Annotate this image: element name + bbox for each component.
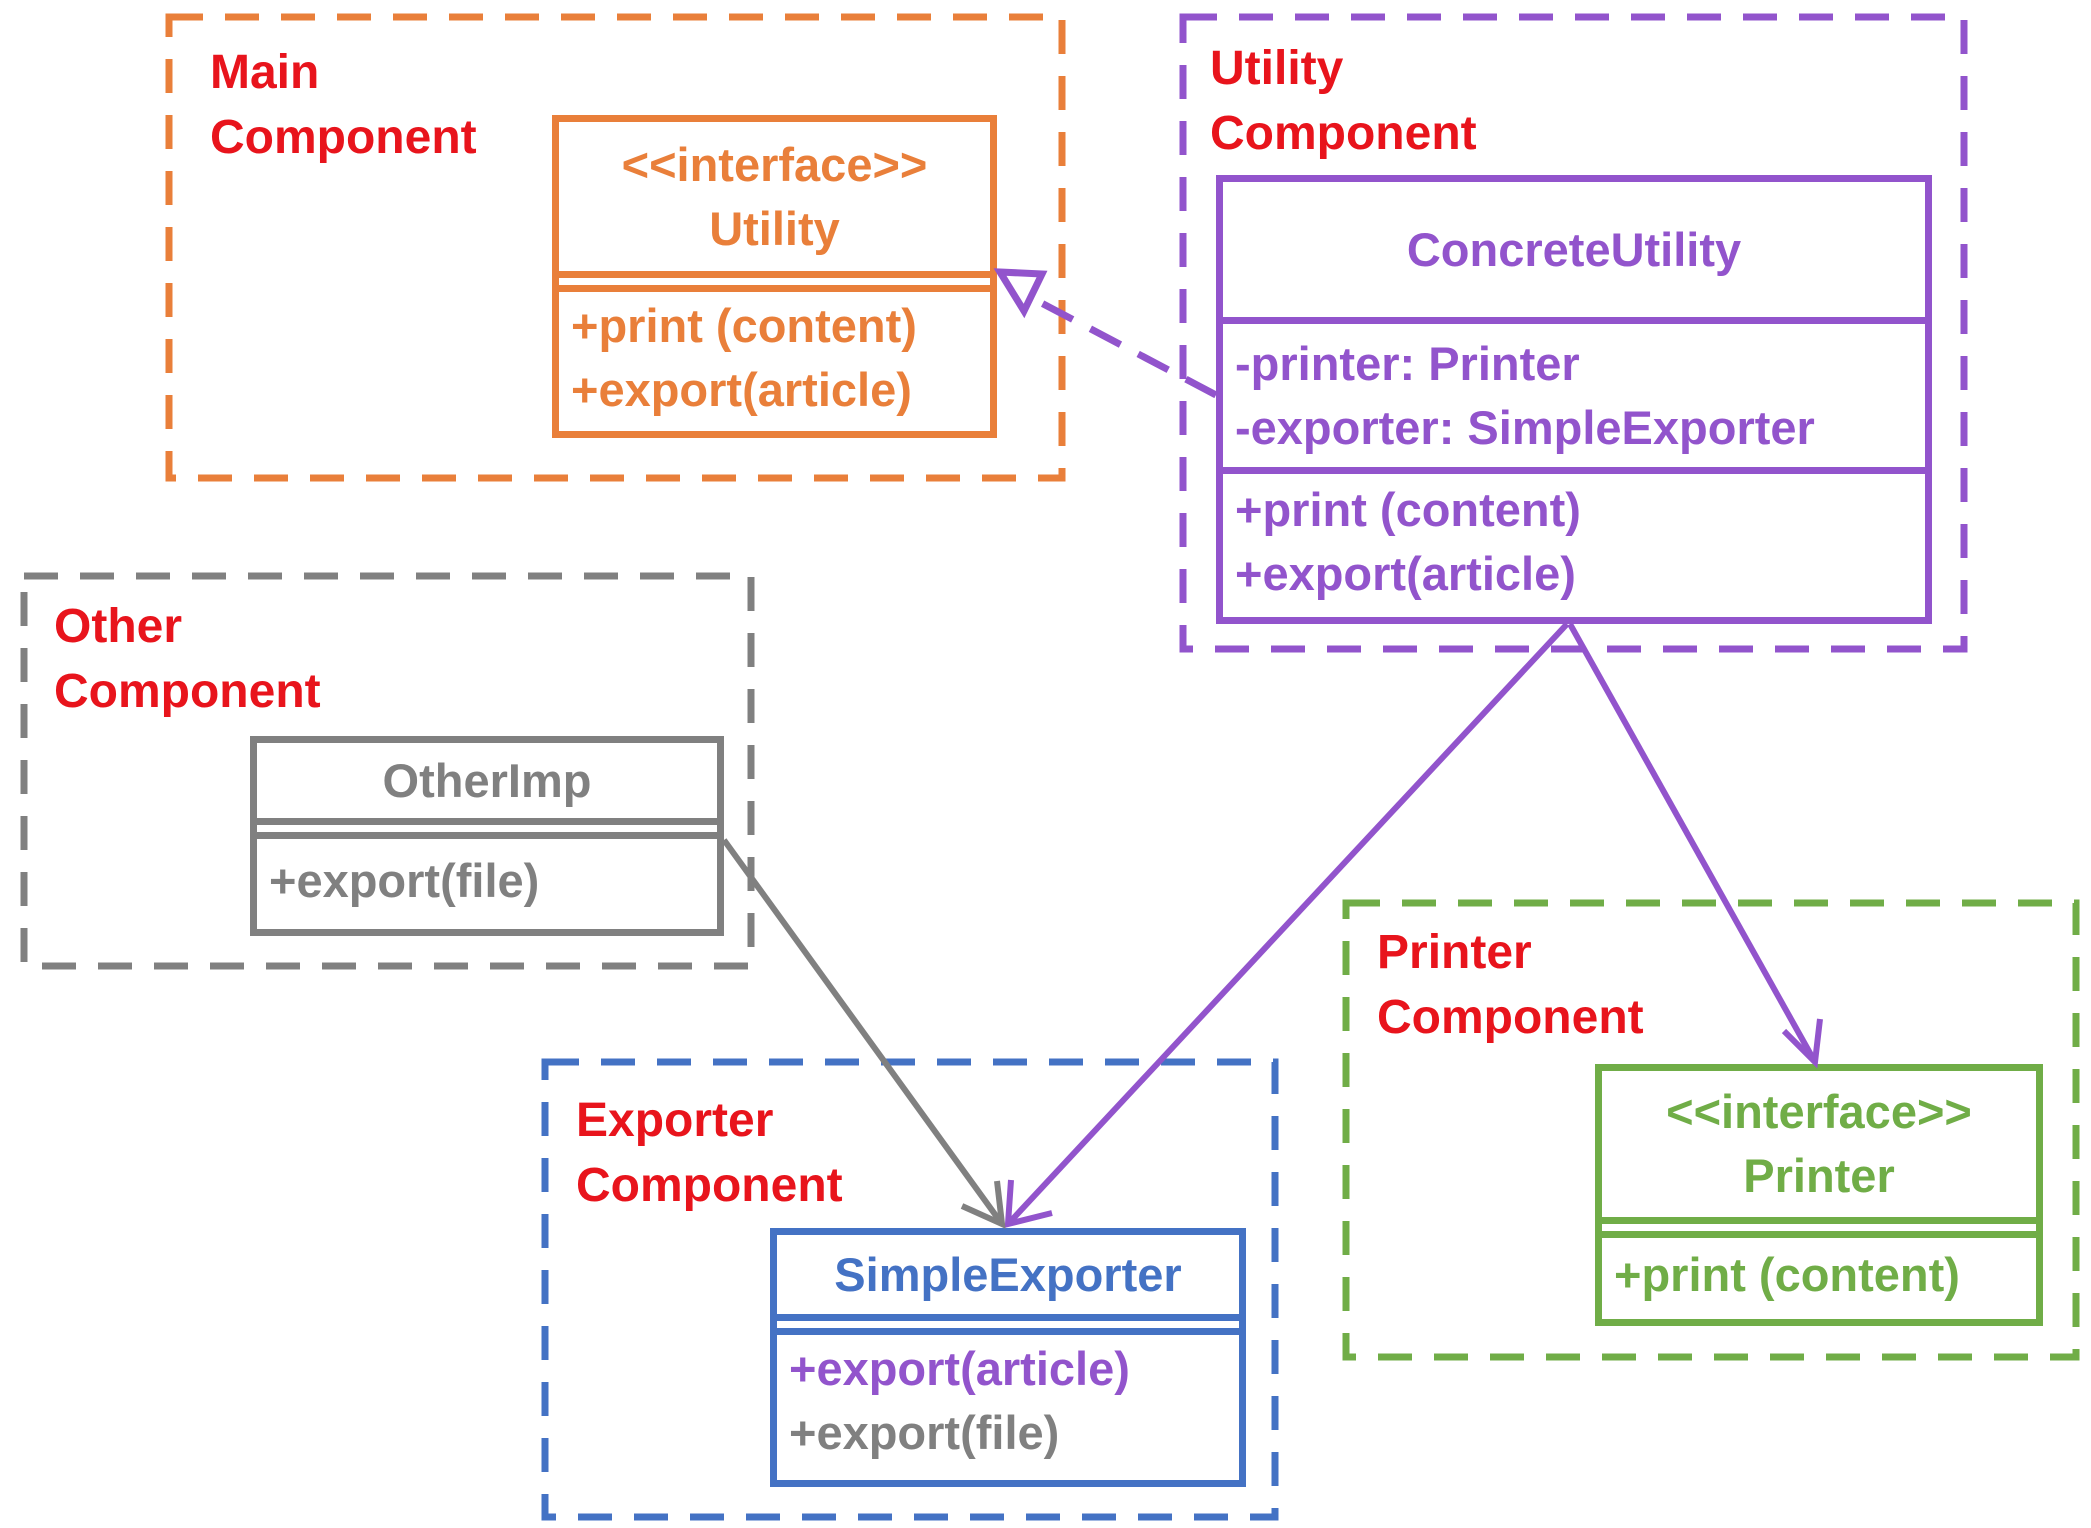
other-imp-method-section: +export(file) xyxy=(257,839,717,922)
concrete-utility-attribute: -printer: Printer xyxy=(1235,336,1580,390)
concrete-utility-attribute: -exporter: SimpleExporter xyxy=(1235,400,1815,454)
exporter-component-frame xyxy=(541,1058,1279,1521)
exporter-component-title: Exporter Component xyxy=(576,1088,843,1218)
utility-component-title: Utility Component xyxy=(1210,36,1477,166)
concrete-utility-class: ConcreteUtility -printer: Printer -expor… xyxy=(1216,175,1932,624)
printer-component-title-line2: Component xyxy=(1377,991,1644,1044)
utility-component-title-line1: Utility xyxy=(1210,42,1344,95)
association-otherimp-line xyxy=(721,838,1005,1226)
printer-component-title-line1: Printer xyxy=(1377,926,1532,979)
realization-line xyxy=(1030,294,1218,399)
other-imp-method: +export(file) xyxy=(269,853,540,907)
printer-interface-class: <<interface>> Printer +print (content) xyxy=(1595,1064,2043,1326)
realization-arrowhead xyxy=(993,268,1048,319)
other-imp-name: OtherImp xyxy=(382,753,592,807)
simple-exporter-name-section: SimpleExporter xyxy=(777,1235,1239,1321)
utility-component-title-line2: Component xyxy=(1210,107,1477,160)
printer-component-title: Printer Component xyxy=(1377,920,1644,1050)
other-component-title-line2: Component xyxy=(54,665,321,718)
utility-interface-name-section: <<interface>> Utility xyxy=(559,122,990,278)
main-component-title: Main Component xyxy=(210,40,477,170)
printer-interface-name-section: <<interface>> Printer xyxy=(1602,1071,2036,1224)
utility-interface-method: +export(article) xyxy=(571,363,912,416)
utility-interface-attribute-section xyxy=(559,278,990,292)
other-component-title-line1: Other xyxy=(54,600,183,653)
printer-component-frame xyxy=(1342,899,2080,1361)
concrete-utility-name: ConcreteUtility xyxy=(1406,222,1742,276)
association-exporter-line xyxy=(1005,621,1570,1227)
simple-exporter-name: SimpleExporter xyxy=(834,1247,1182,1301)
printer-interface-method: +print (content) xyxy=(1614,1248,1960,1301)
simple-exporter-attribute-section xyxy=(777,1321,1239,1335)
concrete-utility-method: +print (content) xyxy=(1235,483,1581,536)
printer-interface-name: Printer xyxy=(1743,1149,1895,1202)
main-component-title-line1: Main xyxy=(210,46,320,99)
simple-exporter-method: +export(article) xyxy=(789,1342,1130,1395)
utility-interface-name: Utility xyxy=(709,201,840,255)
association-printer-arrowhead xyxy=(1781,1018,1823,1069)
other-imp-class: OtherImp +export(file) xyxy=(250,736,724,936)
simple-exporter-method: +export(file) xyxy=(789,1406,1060,1459)
concrete-utility-name-section: ConcreteUtility xyxy=(1223,182,1925,324)
utility-interface-method-section: +print (content) +export(article) xyxy=(559,292,990,424)
other-imp-attribute-section xyxy=(257,825,717,839)
utility-interface-class: <<interface>> Utility +print (content) +… xyxy=(552,115,997,438)
other-component-frame xyxy=(20,572,755,970)
simple-exporter-method-section: +export(article) +export(file) xyxy=(777,1335,1239,1467)
utility-interface-method: +print (content) xyxy=(571,299,917,352)
exporter-component-title-line2: Component xyxy=(576,1159,843,1212)
printer-interface-method-section: +print (content) xyxy=(1602,1238,2036,1312)
printer-interface-attribute-section xyxy=(1602,1224,2036,1238)
association-otherimp-arrowhead xyxy=(960,1180,1006,1229)
main-component-frame xyxy=(165,13,1066,482)
simple-exporter-class: SimpleExporter +export(article) +export(… xyxy=(770,1228,1246,1487)
concrete-utility-attribute-section: -printer: Printer -exporter: SimpleExpor… xyxy=(1223,324,1925,474)
main-component-title-line2: Component xyxy=(210,111,477,164)
concrete-utility-method-section: +print (content) +export(article) xyxy=(1223,474,1925,610)
concrete-utility-method: +export(article) xyxy=(1235,547,1576,600)
exporter-component-title-line1: Exporter xyxy=(576,1094,774,1147)
other-imp-name-section: OtherImp xyxy=(257,743,717,825)
printer-interface-stereotype: <<interface>> xyxy=(1666,1085,1972,1138)
other-component-title: Other Component xyxy=(54,594,321,724)
association-printer-line xyxy=(1567,622,1818,1064)
association-exporter-arrowhead xyxy=(1004,1179,1053,1228)
utility-component-frame xyxy=(1179,13,1968,653)
utility-interface-stereotype: <<interface>> xyxy=(621,137,928,191)
